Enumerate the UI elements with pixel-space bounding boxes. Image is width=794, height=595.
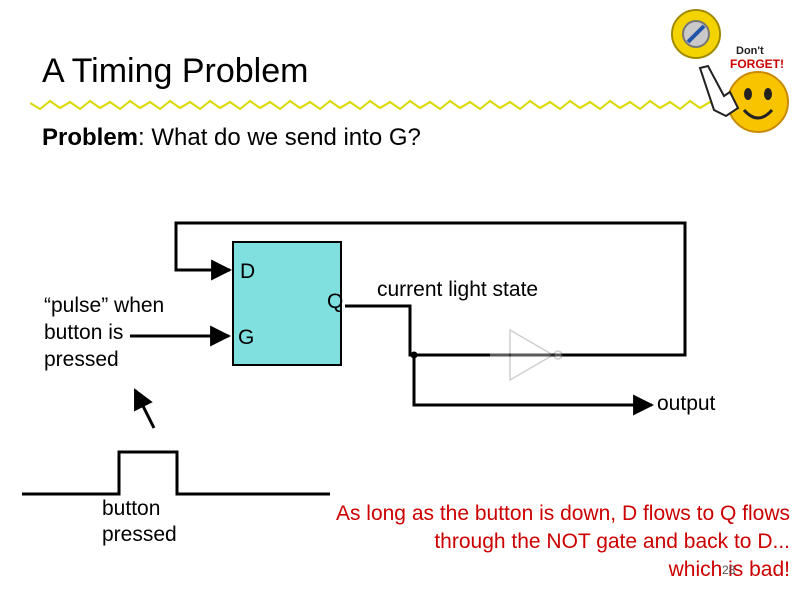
- problem-text: : What do we send into G?: [138, 124, 421, 151]
- problem-label: Problem: [42, 124, 139, 151]
- latch-q-label: Q: [327, 290, 344, 313]
- caption-line: which is bad!: [668, 558, 790, 581]
- sticker-text-top: Don't: [736, 45, 764, 57]
- caption-line: through the NOT gate and back to D...: [434, 530, 790, 553]
- pulse-label-line: button is: [44, 321, 124, 344]
- pointer-arrow: [133, 388, 156, 429]
- page-number: 28: [722, 563, 736, 577]
- not-gate: [490, 328, 563, 382]
- output-label: output: [657, 392, 716, 415]
- pulse-label-line: “pulse” when: [44, 294, 165, 317]
- dont-forget-sticker: Don't FORGET!: [671, 9, 789, 133]
- latch-box: [232, 241, 342, 366]
- problem-statement: Problem: What do we send into G?: [42, 124, 421, 152]
- output-wire: [412, 355, 655, 416]
- button-pressed-line: pressed: [102, 523, 177, 546]
- latch-d-label: D: [240, 260, 256, 283]
- sticker-text-bottom: FORGET!: [730, 57, 784, 71]
- button-pressed-label: button pressed: [102, 496, 177, 548]
- pulse-label: “pulse” when button is pressed: [44, 292, 164, 373]
- caption: As long as the button is down, D flows t…: [250, 500, 790, 584]
- title-underline: [30, 99, 789, 111]
- pulse-waveform: [22, 450, 330, 496]
- feedback-wire: [174, 221, 687, 357]
- current-state-label: current light state: [377, 278, 539, 301]
- caption-line: As long as the button is down, D flows t…: [335, 502, 790, 525]
- slide-title: A Timing Problem: [42, 52, 309, 90]
- button-pressed-line: button: [102, 497, 161, 520]
- pulse-label-line: pressed: [44, 348, 119, 371]
- latch-g-label: G: [238, 326, 255, 349]
